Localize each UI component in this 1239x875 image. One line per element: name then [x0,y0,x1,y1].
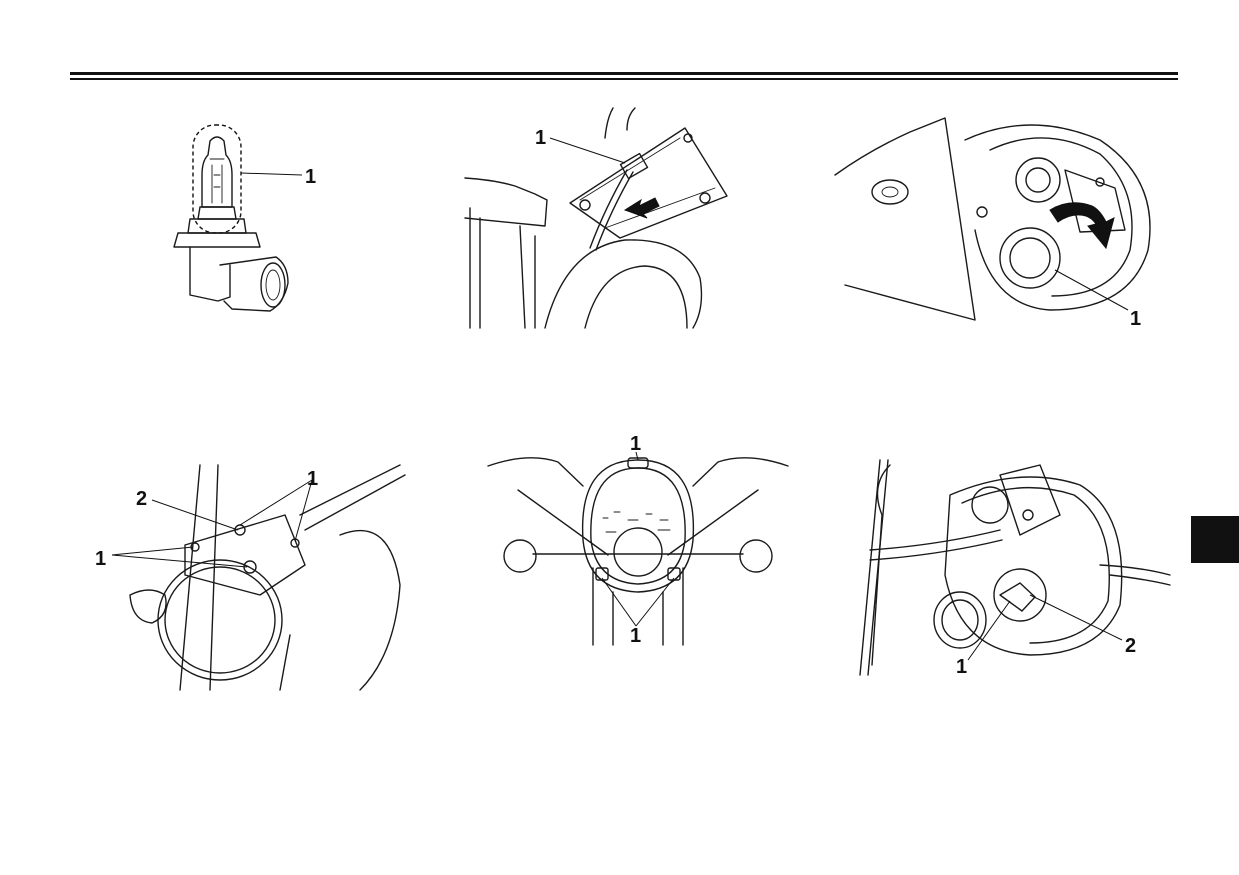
wire-harness [869,529,1003,561]
callout-2: 2 [136,488,147,510]
bulb-holder-removed [933,591,987,649]
callout-1-top: 1 [307,468,318,490]
wire-lead [589,169,634,251]
callout-2: 2 [1125,635,1136,657]
handlebar [487,457,789,487]
headlight-cover-illustration: 2 1 1 [95,464,406,691]
headlight-shell [544,239,703,329]
header-rule-thin [70,78,1178,80]
coupler-disconnect-illustration: 1 [464,107,728,329]
bulb-holder [999,227,1061,289]
fork-tubes [592,567,684,646]
turn-signal-left [503,539,537,573]
bulb-highlight-outline [192,124,242,234]
headlight-front-illustration: 1 1 [487,433,789,647]
bolt-left [595,567,609,581]
bulb-socket [993,568,1047,622]
header-rule-thick [70,72,1178,75]
headlight-housing-rear [964,124,1151,311]
chapter-side-tab [1191,516,1239,563]
callout-1: 1 [1130,308,1141,330]
callout-1-bottom: 1 [630,625,641,647]
bulb-socket [219,256,289,312]
headlight-lens [581,459,695,593]
turn-signal-left [129,589,167,624]
side-panel [834,117,976,321]
coupler [619,152,649,180]
turn-signal-right [739,539,773,573]
headlight-cover [184,514,306,596]
headlight-bracket-plate [569,127,728,239]
bulb-holder-connector-illustration: 1 2 [859,459,1171,678]
callout-1: 1 [956,656,967,678]
bulb-glass [201,136,233,208]
callout-1-left: 1 [95,548,106,570]
headlight-housing-rear [944,476,1123,656]
bulb-base [189,246,231,302]
bulb-illustration: 1 [173,124,316,312]
bolt-right [667,567,681,581]
callout-1-top: 1 [630,433,641,455]
bulb-flange [173,232,261,248]
pull-arrow-icon [623,197,660,219]
callout-1: 1 [535,127,546,149]
bulb-holder-turn-illustration: 1 [834,117,1151,330]
callout-1: 1 [305,166,316,188]
rotate-arrow-icon [1049,202,1115,250]
headlight-lens [157,559,283,681]
bulb-connector [999,582,1036,612]
